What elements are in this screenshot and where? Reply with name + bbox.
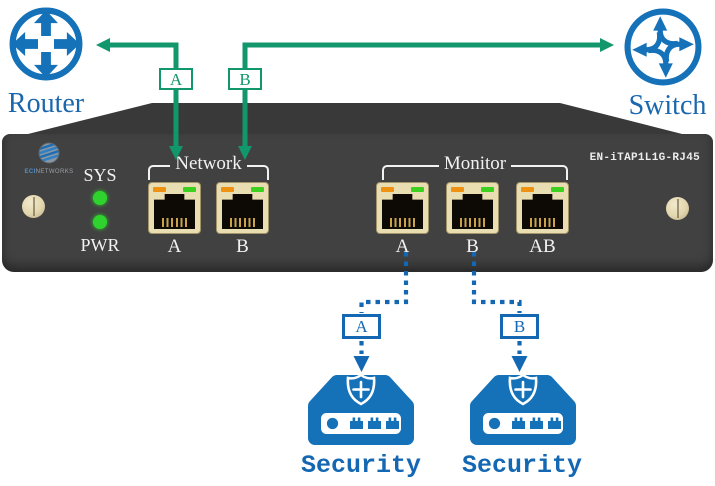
network-port-b-label: B	[236, 236, 249, 257]
port-led-green	[251, 187, 264, 192]
rj45-jack	[382, 194, 423, 229]
brand-logo: ECINETWORKS	[16, 141, 82, 176]
rj45-pins	[161, 218, 188, 227]
device-front-panel: ECINETWORKS SYS PWR Network A B	[2, 134, 713, 272]
arrowhead-to-router	[96, 38, 110, 52]
brand-logo-text: ECINETWORKS	[24, 169, 74, 175]
pwr-led	[93, 215, 107, 229]
port-led-green	[481, 187, 494, 192]
port-led-green	[551, 187, 564, 192]
port-led-orange	[221, 187, 234, 192]
device-top-face	[20, 103, 690, 136]
screw-left	[22, 195, 45, 218]
device-model-label: EN-iTAP1L1G-RJ45	[589, 152, 700, 164]
rj45-pins	[529, 218, 556, 227]
monitor-port-ab	[516, 182, 569, 234]
monitor-port-a-label: A	[395, 236, 410, 257]
monitor-group-label: Monitor	[382, 154, 568, 180]
globe-logo-icon	[36, 141, 62, 164]
power-dot	[326, 417, 339, 430]
security-appliance-right	[470, 373, 576, 445]
port-led-orange	[153, 187, 166, 192]
rj45-jack	[222, 194, 263, 229]
security-right-label: Security	[461, 451, 583, 480]
bracket-right	[246, 165, 270, 180]
rj45-pins	[459, 218, 486, 227]
security-appliance-left	[308, 373, 414, 445]
monitor-port-b-label: B	[466, 236, 479, 257]
shield-icon	[508, 373, 538, 406]
power-dot	[488, 417, 501, 430]
shield-icon	[346, 373, 376, 406]
network-link-a-tag: A	[159, 68, 193, 90]
monitor-link-a-tag: A	[342, 314, 381, 339]
network-link-b-tag: B	[228, 68, 262, 90]
pwr-led-label: PWR	[80, 235, 120, 255]
port-led-orange	[521, 187, 534, 192]
monitor-link-b-tag: B	[500, 314, 539, 339]
network-port-a-label: A	[167, 236, 182, 257]
monitor-port-ab-label: AB	[529, 236, 556, 257]
bracket-left	[148, 165, 171, 180]
screw-right	[666, 197, 689, 220]
router-icon	[9, 7, 83, 81]
port-glyphs	[512, 417, 561, 429]
monitor-port-b	[446, 182, 499, 234]
port-led-green	[183, 187, 196, 192]
port-led-orange	[451, 187, 464, 192]
rj45-pins	[229, 218, 256, 227]
sys-led-label: SYS	[83, 165, 117, 185]
bracket-right	[511, 165, 568, 180]
port-led-green	[411, 187, 424, 192]
monitor-port-a	[376, 182, 429, 234]
arrowhead-to-switch	[600, 38, 614, 52]
network-port-b	[216, 182, 269, 234]
sys-led	[93, 191, 107, 205]
switch-label: Switch	[628, 90, 707, 121]
router-label: Router	[7, 88, 85, 119]
security-left-label: Security	[300, 451, 422, 480]
rj45-jack	[154, 194, 195, 229]
port-glyphs	[350, 417, 399, 429]
network-port-a	[148, 182, 201, 234]
network-group-label: Network	[148, 154, 270, 180]
rj45-jack	[452, 194, 493, 229]
rj45-jack	[522, 194, 563, 229]
rj45-pins	[389, 218, 416, 227]
bracket-left	[382, 165, 439, 180]
port-led-orange	[381, 187, 394, 192]
switch-icon	[624, 8, 702, 86]
